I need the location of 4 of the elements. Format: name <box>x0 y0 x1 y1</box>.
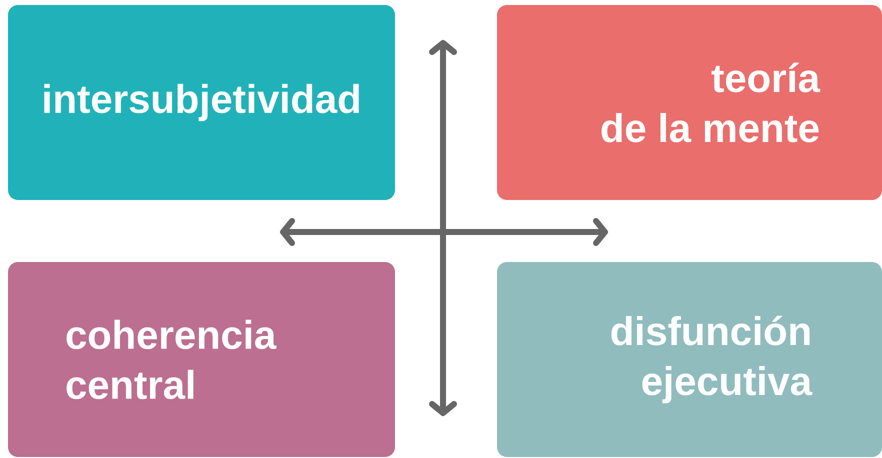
category-box: coherencia central <box>8 262 395 457</box>
category-box: disfunción ejecutiva <box>497 262 882 457</box>
category-box: intersubjetividad <box>8 5 395 200</box>
category-box: teoría de la mente <box>497 5 882 200</box>
